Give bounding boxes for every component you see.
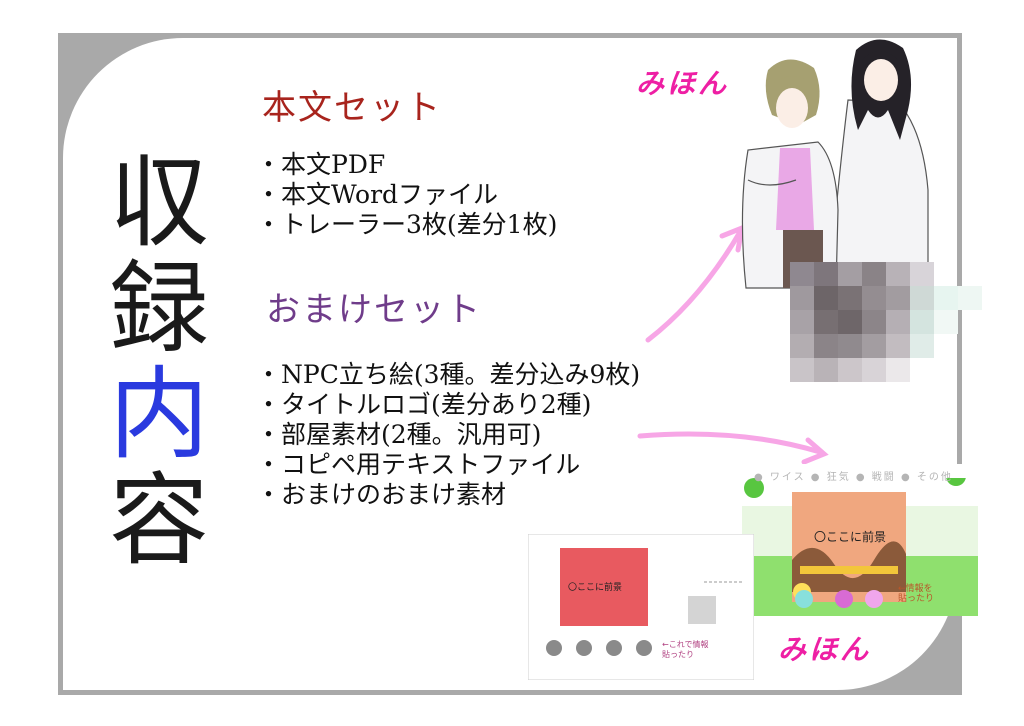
menu-item: ワイス [769,472,806,483]
vertical-title: 収 録 内 容 [104,150,214,574]
info-note: ←情報を 貼ったり [898,584,935,604]
list-item: おまけのおまけ素材 [256,480,640,510]
list-item: トレーラー3枚(差分1枚) [256,210,557,240]
foreground-label: 〇ここに前景 [814,530,887,544]
menu-item: その他 [916,472,953,483]
character-illustration [741,39,929,289]
list-item: 本文PDF [256,150,557,180]
title-char-accent: 内 [109,356,209,473]
list-item: 部屋素材(2種。汎用可) [256,420,640,450]
list-item: タイトルロゴ(差分あり2種) [256,390,640,420]
menu-item: 戦闘 [871,472,896,483]
bonus-set-list: NPC立ち絵(3種。差分込み9枚) タイトルロゴ(差分あり2種) 部屋素材(2種… [256,360,640,510]
menu-item: 狂気 [826,472,851,483]
info-note: ←これで情報 貼ったり [662,640,709,659]
list-item: 本文Wordファイル [256,180,557,210]
main-set-list: 本文PDF 本文Wordファイル トレーラー3枚(差分1枚) [256,150,557,240]
list-item: NPC立ち絵(3種。差分込み9枚) [256,360,640,390]
section-heading-main: 本文セット [262,88,442,128]
room-menu: ● ワイス ● 狂気 ● 戦闘 ● その他 [754,472,953,483]
title-char: 容 [109,462,209,579]
title-char: 収 [109,144,209,261]
sample-stamp: みほん [778,633,872,666]
ui-layout-preview: 〇ここに前景 ←これで情報 貼ったり [528,534,754,680]
mosaic-censor [790,262,986,382]
title-char: 録 [109,250,209,367]
foreground-label: 〇ここに前景 [568,583,623,593]
sample-stamp: みほん [636,67,730,100]
section-heading-bonus: おまけセット [266,290,482,330]
list-item: コピペ用テキストファイル [256,450,640,480]
room-background-preview: ● ワイス ● 狂気 ● 戦闘 ● その他 〇ここに前景 ←情報を 貼ったり [724,464,978,616]
